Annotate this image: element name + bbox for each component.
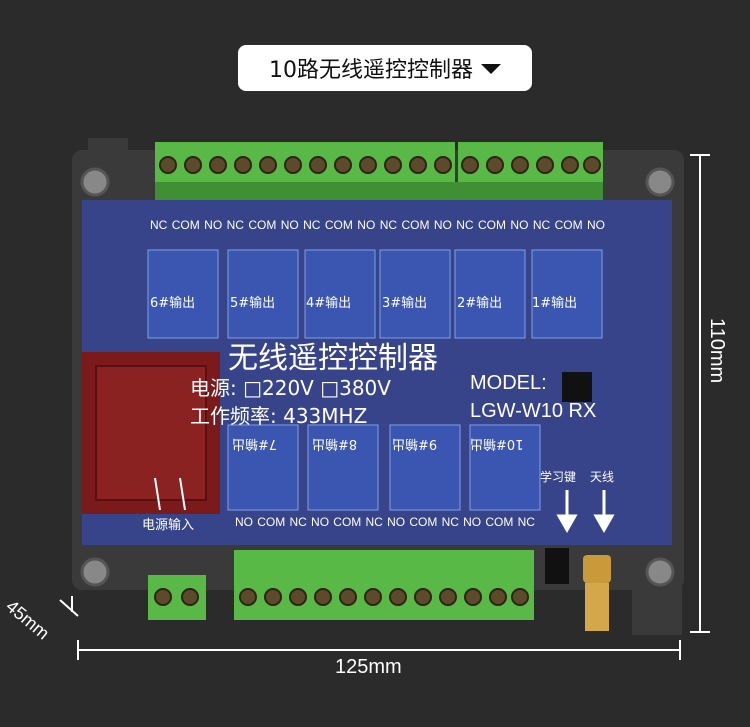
output-label-10: 10#输出	[470, 436, 524, 451]
bottom-relays	[227, 424, 541, 511]
frequency-label: 工作频率: 433MHZ	[190, 404, 368, 428]
output-label-3: 3#输出	[382, 296, 428, 311]
power-input-label: 电源输入	[142, 518, 195, 533]
output-label-4: 4#输出	[306, 296, 352, 311]
top-terminal-block	[155, 142, 603, 200]
learn-key-button	[545, 548, 569, 584]
bottom-terminal-block	[148, 550, 534, 620]
learn-key-label: 学习键	[540, 470, 577, 484]
mcu-chip	[562, 372, 592, 402]
output-label-8: 8#输出	[312, 436, 358, 451]
antenna-label: 天线	[590, 470, 615, 484]
output-label-5: 5#输出	[230, 296, 276, 311]
height-dimension: 110mm	[706, 318, 728, 384]
width-dimension: 125mm	[335, 656, 402, 678]
output-label-7: 7#输出	[232, 436, 278, 451]
power-voltage-label: 电源: □220V □380V	[190, 376, 391, 400]
selector-label: 10路无线遥控控制器	[269, 58, 473, 83]
chevron-down-icon[interactable]	[481, 64, 501, 74]
top-relays	[147, 249, 603, 339]
output-label-1: 1#输出	[532, 296, 578, 311]
screw-icon	[80, 167, 675, 587]
output-label-2: 2#输出	[457, 296, 503, 311]
antenna-connector	[583, 555, 611, 583]
model-selector-dropdown[interactable]: 10路无线遥控控制器	[238, 45, 532, 91]
board-title: 无线遥控控制器	[228, 341, 438, 376]
output-label-9: 9#输出	[392, 436, 438, 451]
output-label-6: 6#输出	[150, 296, 196, 311]
pointer-arrows	[556, 490, 615, 534]
dimension-lines	[59, 154, 710, 660]
model-label: MODEL:	[470, 372, 547, 394]
model-value: LGW-W10 RX	[470, 400, 597, 422]
